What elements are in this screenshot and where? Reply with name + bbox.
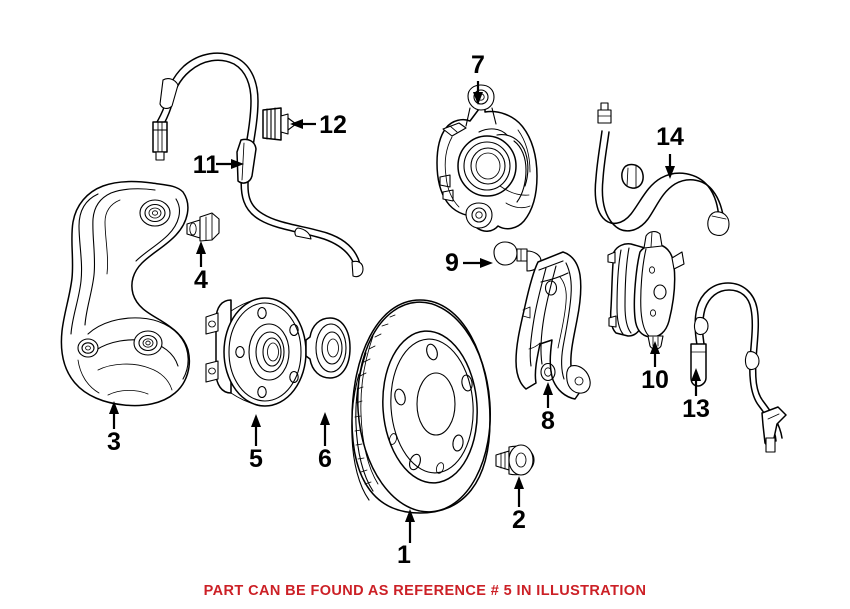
callout-9-number: 9 (445, 249, 459, 277)
callout-5-arrowhead (251, 414, 261, 427)
callout-10: 10 (641, 341, 669, 394)
part-caliper-guide-bolt (493, 241, 542, 272)
callout-3-number: 3 (107, 428, 121, 456)
callout-13-arrowhead (691, 368, 701, 381)
callout-13: 13 (682, 368, 710, 423)
part-hub-dust-cap (305, 317, 351, 379)
callout-3: 3 (107, 401, 121, 456)
part-rotor-retaining-screw (495, 444, 535, 476)
callout-3-arrowhead (109, 401, 119, 414)
callout-2: 2 (512, 476, 526, 534)
callout-8-number: 8 (541, 407, 555, 435)
callout-4-arrowhead (196, 241, 206, 254)
part-wheel-hub-bearing-assembly (205, 297, 307, 407)
callout-8-arrowhead (543, 382, 553, 395)
callout-4-number: 4 (194, 266, 208, 294)
callout-2-number: 2 (512, 506, 526, 534)
callout-5: 5 (249, 414, 263, 473)
callout-7-arrowhead (473, 92, 483, 105)
callout-14-number: 14 (656, 123, 684, 151)
callout-6-number: 6 (318, 445, 332, 473)
callout-4: 4 (194, 241, 208, 294)
callout-7-number: 7 (471, 51, 485, 79)
callout-1-number: 1 (397, 541, 411, 569)
callout-12: 12 (290, 111, 347, 139)
part-dust-shield-mounting-bolt (186, 212, 220, 242)
callout-2-arrowhead (514, 476, 524, 489)
part-brake-pad-set (607, 231, 685, 350)
callout-10-arrowhead (650, 341, 660, 354)
callout-7: 7 (471, 51, 485, 105)
callout-10-number: 10 (641, 366, 669, 394)
callout-1-arrowhead (405, 509, 415, 522)
callout-11-number: 11 (193, 151, 220, 179)
callout-5-number: 5 (249, 445, 263, 473)
part-wire-harness-grommet (262, 107, 297, 141)
part-caliper-mounting-bracket (515, 251, 591, 400)
callout-14-arrowhead (665, 166, 675, 179)
callout-9: 9 (445, 249, 493, 277)
callout-8: 8 (541, 382, 555, 435)
callout-1: 1 (397, 509, 415, 569)
part-abs-wheel-speed-sensor (690, 282, 787, 453)
part-brake-hydraulic-hose (594, 102, 730, 236)
callout-6-arrowhead (320, 412, 330, 425)
callout-12-number: 12 (319, 111, 347, 139)
callout-9-arrowhead (480, 258, 493, 268)
callout-13-number: 13 (682, 395, 710, 423)
part-brake-caliper (436, 84, 538, 232)
part-brake-dust-shield (60, 180, 191, 407)
callout-6: 6 (318, 412, 332, 473)
callout-14: 14 (656, 123, 684, 179)
reference-caption: PART CAN BE FOUND AS REFERENCE # 5 IN IL… (203, 583, 647, 599)
part-abs-sensor-wire-harness (152, 52, 364, 278)
callout-12-arrowhead (290, 119, 303, 129)
callout-11-arrowhead (231, 159, 244, 169)
callout-11: 11 (193, 151, 244, 179)
part-brake-rotor-disc (351, 299, 491, 514)
